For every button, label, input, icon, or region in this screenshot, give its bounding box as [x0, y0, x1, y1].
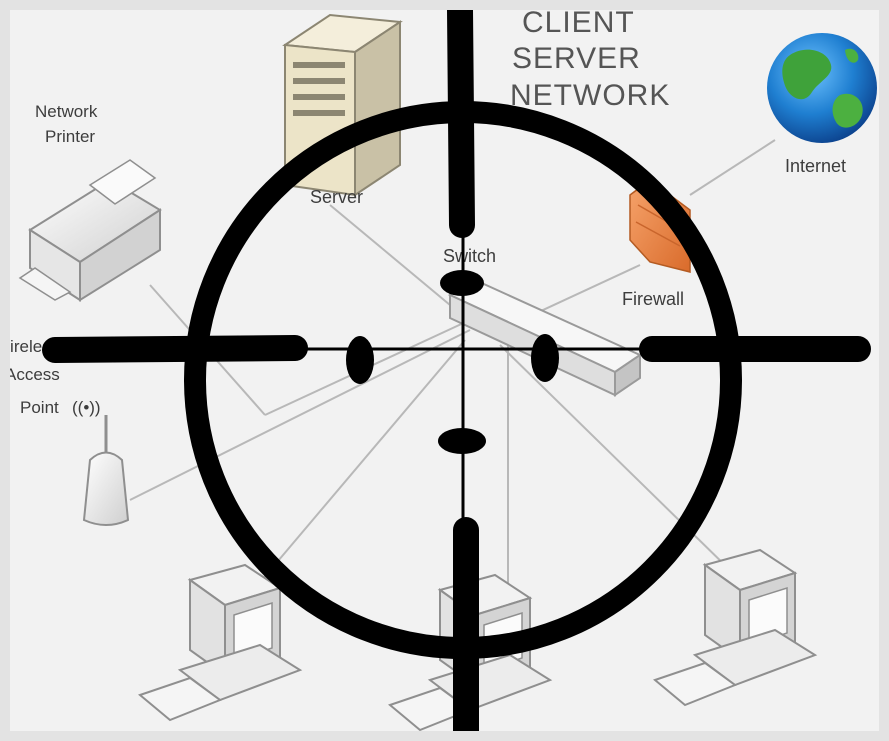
wireless-access-point-icon	[82, 415, 130, 526]
reticle-thick-top	[447, 0, 475, 238]
firewall-label: Firewall	[622, 289, 684, 309]
link-server-switch	[329, 204, 469, 321]
printer-label-line-2: Printer	[45, 127, 95, 146]
printer-icon	[18, 159, 162, 302]
title-line-3: NETWORK	[510, 79, 670, 112]
server-label: Server	[310, 187, 363, 207]
reticle-dot-bottom	[438, 428, 486, 454]
ap-waves: ((•))	[72, 398, 101, 417]
diagram-title: CLIENT SERVER NETWORK	[510, 6, 670, 112]
link-left-pc-switch	[244, 339, 466, 601]
ap-label-line-2: Access	[5, 365, 60, 384]
reticle-dot-left	[346, 336, 374, 384]
desktop-computer-icon	[652, 548, 818, 707]
switch-label: Switch	[443, 246, 496, 266]
ap-label-line-3: Point	[20, 398, 59, 417]
link-right-pc-switch	[499, 344, 736, 576]
title-line-2: SERVER	[512, 42, 641, 75]
globe-icon	[767, 33, 877, 143]
connection-lines	[129, 139, 776, 605]
link-internet-firewall	[689, 139, 776, 196]
crosshair-reticle-icon	[42, 0, 871, 741]
printer-label-line-1: Network	[35, 102, 98, 121]
reticle-dot-top	[440, 270, 484, 296]
internet-label: Internet	[785, 156, 846, 176]
reticle-dot-right	[531, 334, 559, 382]
desktop-computer-icon	[137, 563, 303, 722]
title-line-1: CLIENT	[522, 6, 635, 39]
link-ap-switch	[129, 329, 471, 501]
reticle-thick-left	[42, 335, 308, 363]
